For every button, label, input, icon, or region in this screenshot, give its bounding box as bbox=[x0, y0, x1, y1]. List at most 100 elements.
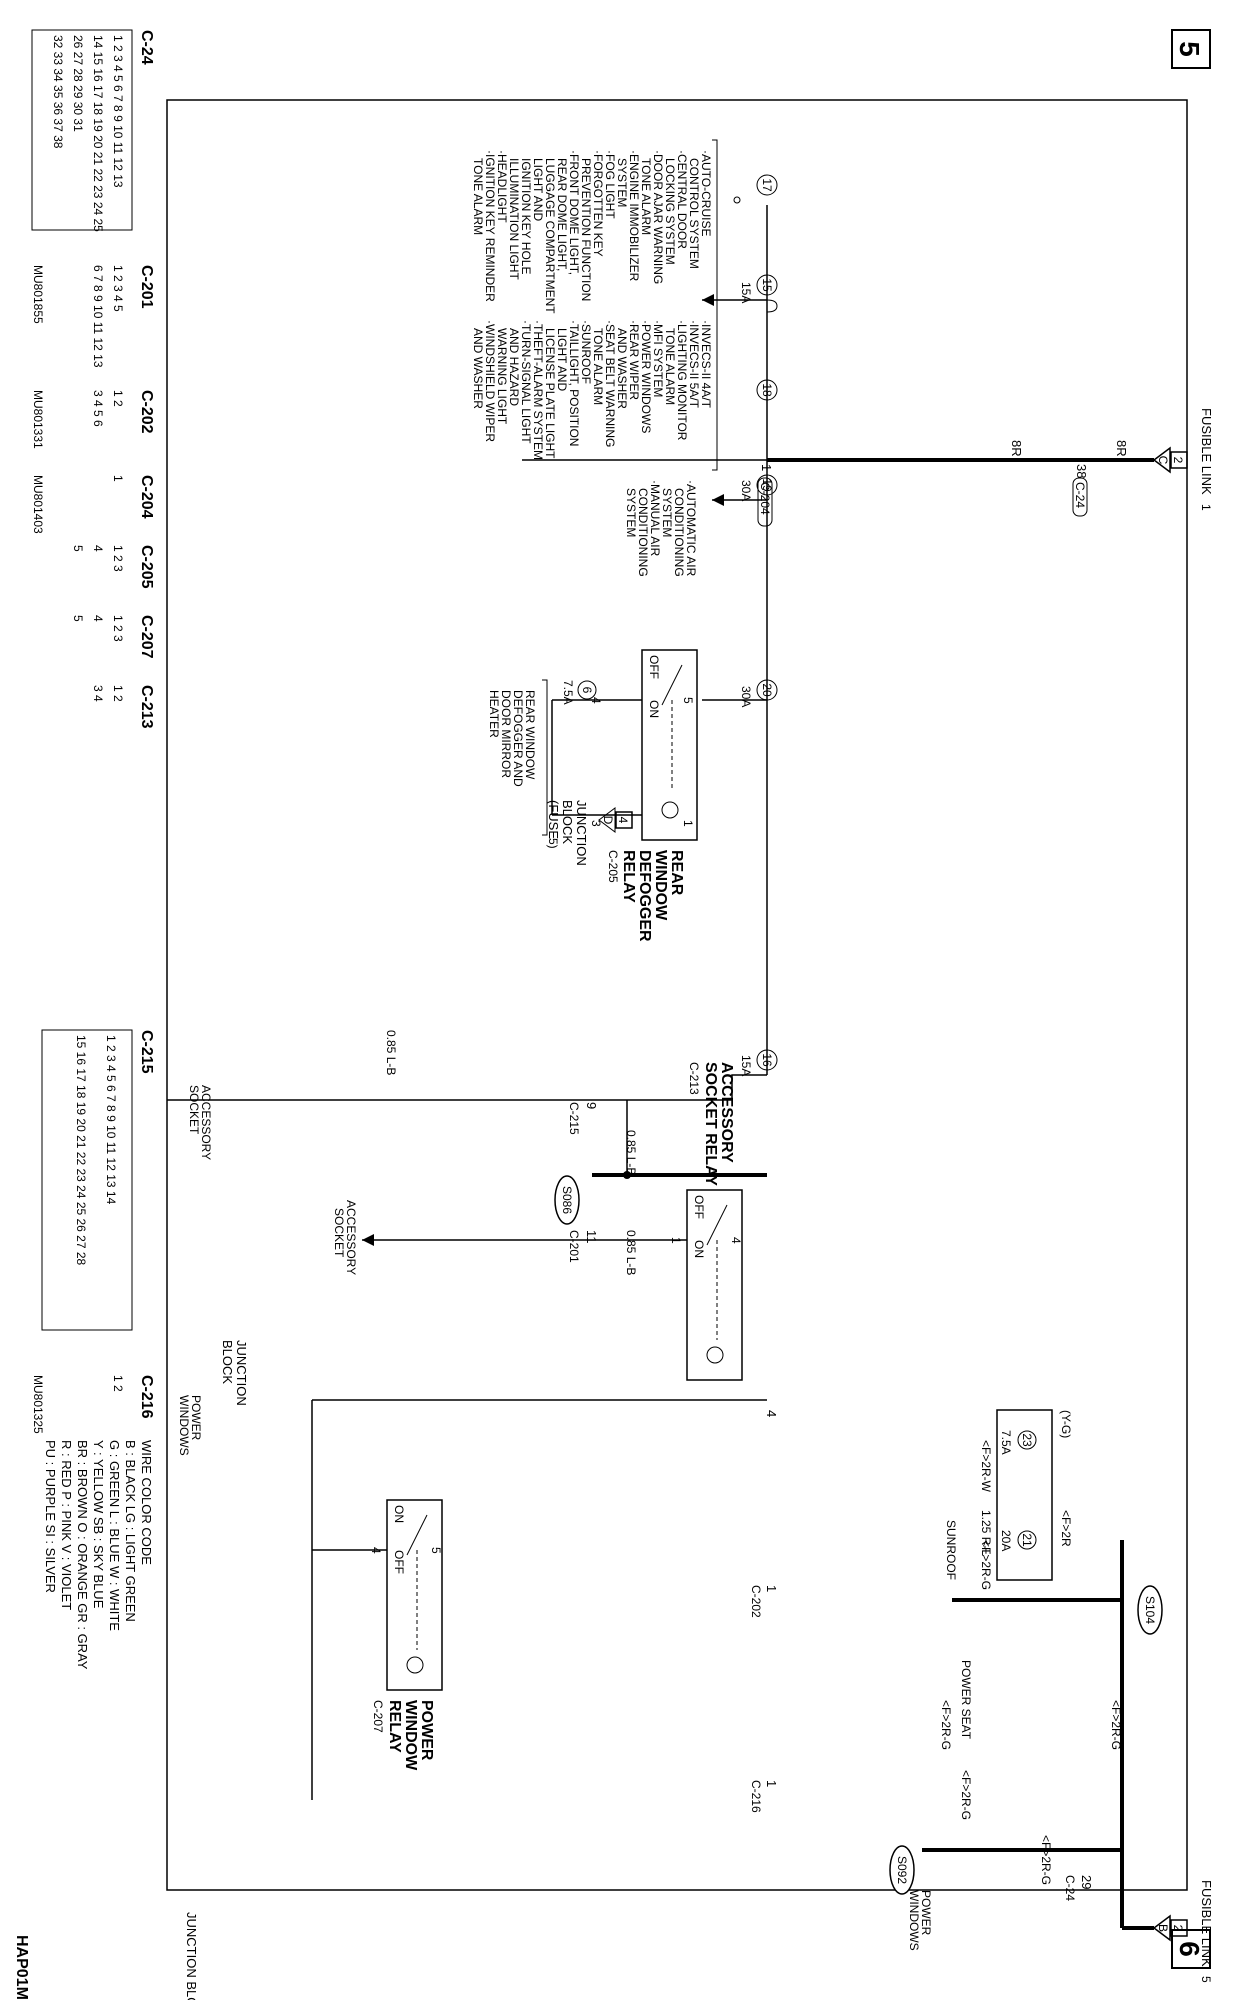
wire-color-code-legend: WIRE COLOR CODE B : BLACK LG : LIGHT GRE… bbox=[43, 1440, 154, 1670]
pw-relay-name-2: RELAY bbox=[386, 1700, 403, 1753]
connector-view-c216: C-216 MU801325 1 2 bbox=[31, 1375, 155, 1434]
junction-fuse-l0: JUNCTION bbox=[574, 800, 589, 866]
sys2-4: ·MFI SYSTEM bbox=[651, 320, 665, 397]
sys2-15: ·TURN-SIGNAL LIGHT bbox=[519, 320, 533, 444]
wcc-4: R : RED P : PINK V : VIOLET bbox=[59, 1440, 74, 1610]
cv-c207-row1: 4 bbox=[91, 615, 105, 622]
wcc-title: WIRE COLOR CODE bbox=[139, 1440, 154, 1565]
cv-c24-row1: 14 15 16 17 18 19 20 21 22 23 24 25 bbox=[91, 35, 105, 232]
pw-bot-1: WINDOWS bbox=[907, 1890, 921, 1951]
junction-fuse-l2: (FUSE bbox=[546, 800, 561, 839]
fuse-6-amp: 7.5A bbox=[561, 680, 575, 705]
systems-ac: ·AUTOMATIC AIR CONDITIONING SYSTEM ·MANU… bbox=[624, 480, 698, 577]
cv-c215-title: C-215 bbox=[138, 1030, 155, 1074]
sys1-18: ·IGNITION KEY REMINDER bbox=[483, 150, 497, 302]
cv-c204-part: MU801403 bbox=[31, 475, 45, 534]
acc-top-0: ACCESSORY bbox=[199, 1085, 213, 1160]
conn-c202-tag: C-202 bbox=[749, 1585, 763, 1618]
acc-bot-1: SOCKET bbox=[332, 1208, 346, 1258]
cv-c202-part: MU801331 bbox=[31, 390, 45, 449]
acc-relay-on: ON bbox=[692, 1240, 706, 1258]
pw-relay-name-1: WINDOW bbox=[402, 1700, 419, 1771]
cv-c205-row2: 5 bbox=[71, 545, 85, 552]
sys2-16: AND HAZARD bbox=[507, 328, 521, 406]
junction-fuse-num: 4 bbox=[616, 817, 630, 824]
defogger-term-3: 3 bbox=[589, 820, 603, 827]
cv-c215-row0: 1 2 3 4 5 6 7 8 9 10 11 12 13 14 bbox=[104, 1035, 118, 1205]
fuse-16-amp: 15A bbox=[739, 1055, 753, 1076]
sys1-9: ·FORGOTTEN KEY bbox=[591, 150, 605, 257]
cv-c216-title: C-216 bbox=[138, 1375, 155, 1419]
fuse-15-num: 15 bbox=[760, 278, 774, 292]
defog-load-3: HEATER bbox=[487, 690, 501, 738]
power-windows-top: POWER WINDOWS bbox=[177, 1395, 203, 1456]
sys1-11: ·FRONT DOME LIGHT, bbox=[567, 150, 581, 275]
wcc-1: G : GREEN L : BLUE W : WHITE bbox=[107, 1440, 122, 1631]
junction-block-l0: JUNCTION bbox=[234, 1340, 249, 1406]
connector-view-c202: C-202 MU801331 1 2 3 4 5 6 bbox=[31, 390, 155, 449]
wire-125rl: 1.25 R-L bbox=[979, 1510, 993, 1556]
cv-c201-title: C-201 bbox=[138, 265, 155, 309]
sys2-10: ·SUNROOF bbox=[579, 320, 593, 384]
junction-fuse-symbol: 4 D JUNCTION BLOCK (FUSE 5) bbox=[546, 800, 633, 866]
junction-fuse-l1: BLOCK bbox=[560, 800, 575, 844]
sys1-8: ·FOG LIGHT bbox=[603, 150, 617, 219]
junction-block-l1: BLOCK bbox=[220, 1340, 235, 1384]
cv-c201-row1: 6 7 8 9 10 11 12 13 bbox=[91, 265, 105, 368]
sys2-18: ·WINDSHIELD WIPER bbox=[483, 320, 497, 442]
cv-c205-row1: 4 bbox=[91, 545, 105, 552]
sys1-13: LUGGAGE COMPARTMENT bbox=[543, 158, 557, 314]
wire-085lb-3: 0.85 L-B bbox=[624, 1230, 638, 1275]
fusible-link-1-label: FUSIBLE LINK bbox=[1199, 408, 1214, 495]
acc-socket-bottom: ACCESSORY SOCKET bbox=[332, 1200, 358, 1275]
defogger-name-3: RELAY bbox=[620, 850, 637, 903]
fusible-link-1-num: 2 bbox=[1171, 457, 1185, 464]
pin-c200-4: 4 bbox=[764, 1410, 779, 1417]
splice-s104: S104 bbox=[1137, 1585, 1163, 1635]
fuse-18-num: 18 bbox=[760, 383, 774, 397]
splice-s104-text: S104 bbox=[1143, 1596, 1157, 1624]
pin-c215-9: 9 bbox=[584, 1102, 599, 1109]
cv-c202-row0: 1 2 bbox=[111, 390, 125, 407]
sys2-14: ·THEFT-ALARM SYSTEM bbox=[531, 320, 545, 460]
systems-col1: ·AUTO-CRUISE CONTROL SYSTEM ·CENTRAL DOO… bbox=[471, 150, 713, 314]
sys2-13: LICENSE PLATE LIGHT bbox=[543, 328, 557, 459]
cv-c213-row0: 1 2 bbox=[111, 685, 125, 702]
wcc-5: PU : PURPLE SI : SILVER bbox=[43, 1440, 58, 1593]
wire-f2rg-c: <F>2R-G bbox=[939, 1700, 953, 1750]
defogger-name-0: REAR bbox=[668, 850, 685, 896]
sys2-1: ·INVECS-II 5A/T bbox=[687, 320, 701, 409]
page-number-right-text: 6 bbox=[1174, 1941, 1205, 1957]
wire-f2rw: <F>2R-W bbox=[979, 1440, 993, 1493]
wire-085lb-1: 0.85 L-B bbox=[384, 1030, 398, 1075]
sys1-4: ·DOOR AJAR WARNING bbox=[651, 150, 665, 284]
conn-c24-tag-2: C-24 bbox=[1063, 1875, 1077, 1901]
fusible-link-5-num: 2 bbox=[1171, 1925, 1185, 1932]
cv-c207-row0: 1 2 3 bbox=[111, 615, 125, 642]
wire-8r-label-a: 8R bbox=[1114, 440, 1129, 457]
connector-view-c204: C-204 MU801403 1 bbox=[31, 475, 155, 534]
pw-relay-5: 5 bbox=[429, 1547, 443, 1554]
connector-view-c207: C-207 1 2 3 4 5 bbox=[71, 615, 155, 659]
cv-c201-part: MU801855 bbox=[31, 265, 45, 324]
fuse-16-num: 16 bbox=[760, 1053, 774, 1067]
sys2-3: TONE ALARM bbox=[663, 328, 677, 405]
fusible-link-5-letter: B bbox=[1156, 1924, 1170, 1932]
fuse-15: 15 15A bbox=[739, 274, 778, 313]
wire-f2rg-b: <F>2R-G bbox=[1109, 1700, 1123, 1750]
defogger-name-1: WINDOW bbox=[652, 850, 669, 921]
power-seat-label: POWER SEAT bbox=[959, 1660, 973, 1740]
defogger-on: ON bbox=[647, 700, 661, 718]
sys1-2: ·CENTRAL DOOR bbox=[675, 150, 689, 249]
sys2-6: ·REAR WIPER bbox=[627, 320, 641, 400]
page-number-right: 6 bbox=[1171, 1929, 1211, 1969]
pw-relay-off: OFF bbox=[392, 1550, 406, 1574]
cv-c205-row0: 1 2 3 bbox=[111, 545, 125, 572]
pw-relay-conn: C-207 bbox=[371, 1700, 385, 1733]
fuse-16: 16 15A bbox=[739, 1049, 778, 1076]
fuse-6: 6 7.5A bbox=[561, 680, 597, 705]
cv-c216-row0: 1 2 bbox=[111, 1375, 125, 1392]
cv-c213-title: C-213 bbox=[138, 685, 155, 729]
defogger-term-1: 1 bbox=[681, 820, 695, 827]
